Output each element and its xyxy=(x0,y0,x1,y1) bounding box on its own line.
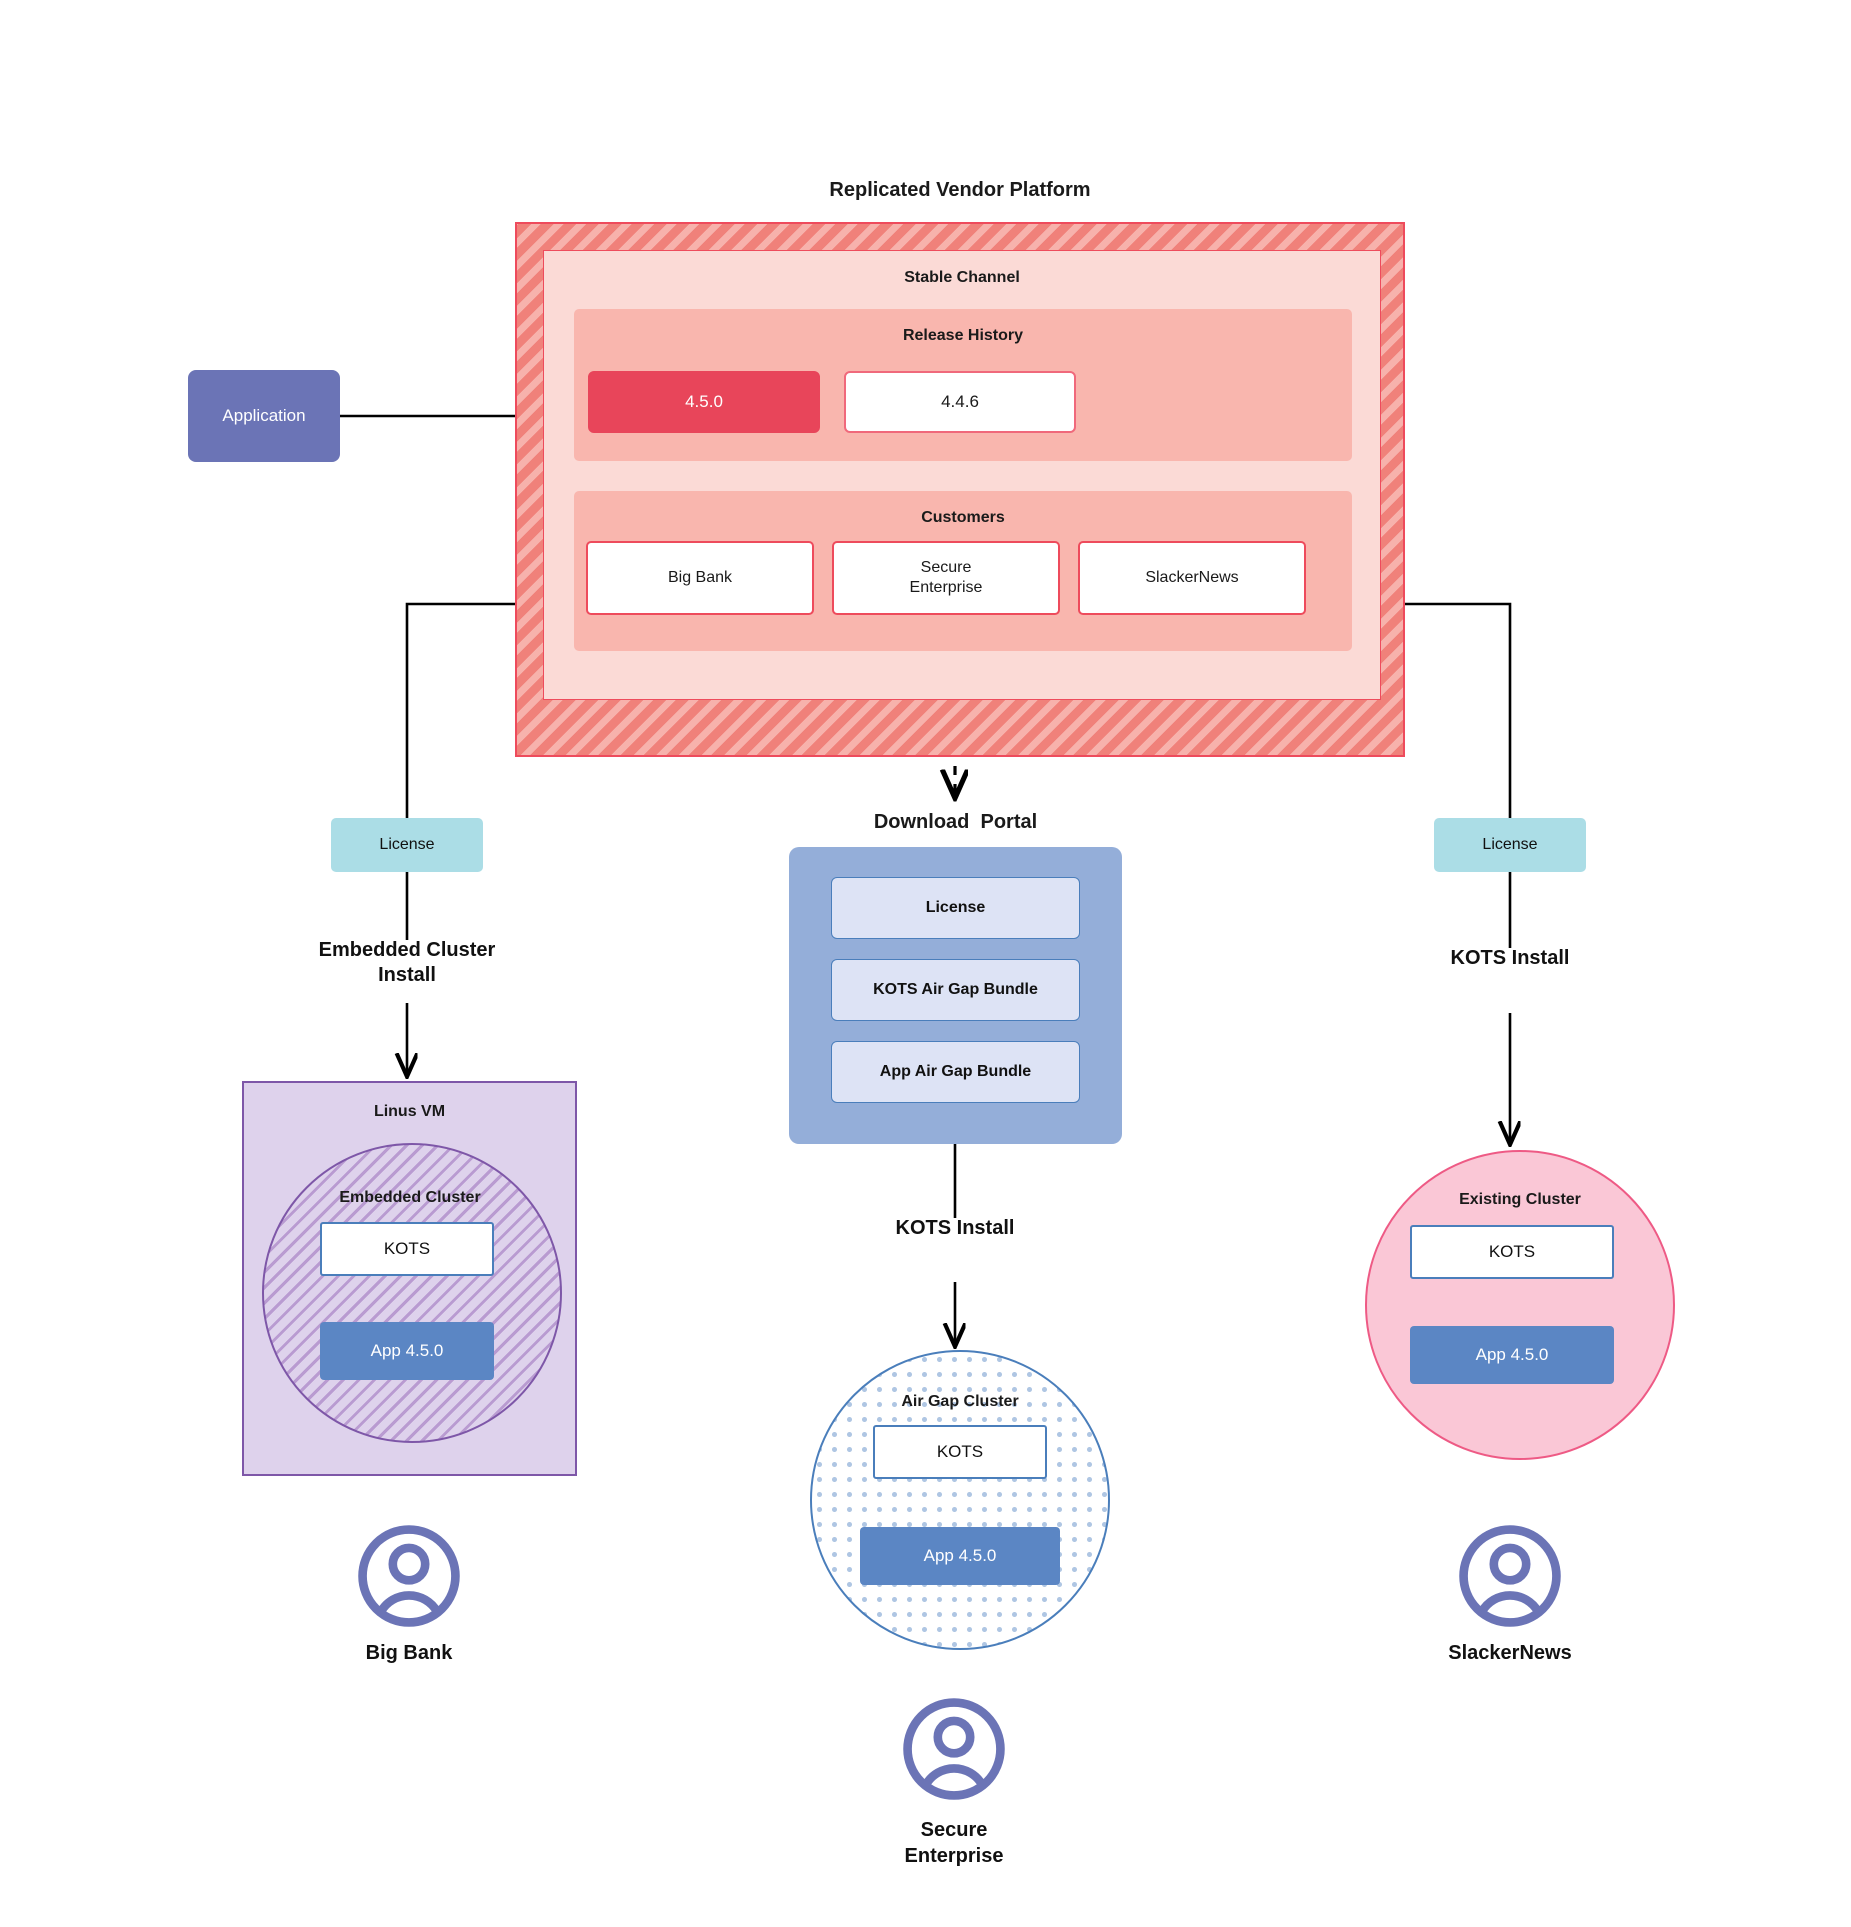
customer-big-bank[interactable]: Big Bank xyxy=(586,541,814,615)
avatar-slackernews xyxy=(1456,1522,1564,1630)
app-version-box-left[interactable]: App 4.5.0 xyxy=(320,1322,494,1380)
page-title: Replicated Vendor Platform xyxy=(829,179,1091,201)
stable-channel-container: Stable Channel Release History 4.5.0 4.4… xyxy=(543,250,1381,700)
license-badge-left[interactable]: License xyxy=(331,818,483,872)
embedded-cluster-label: Embedded Cluster xyxy=(339,1189,481,1206)
replicated-vendor-platform: Stable Channel Release History 4.5.0 4.4… xyxy=(515,222,1405,757)
download-portal-box: License KOTS Air Gap Bundle App Air Gap … xyxy=(789,847,1122,1144)
portal-item-license[interactable]: License xyxy=(831,877,1080,939)
stable-channel-label: Stable Channel xyxy=(904,269,1020,286)
persona-label-secure-enterprise: Secure Enterprise xyxy=(904,1819,1004,1867)
portal-item-app-air-gap-bundle[interactable]: App Air Gap Bundle xyxy=(831,1041,1080,1103)
customers-label: Customers xyxy=(921,509,1005,526)
user-avatar-icon xyxy=(1459,1525,1561,1627)
flow-label-kots-install-right: KOTS Install xyxy=(1450,947,1570,969)
user-avatar-icon xyxy=(358,1525,460,1627)
linux-vm-label: Linus VM xyxy=(373,1103,446,1120)
portal-item-kots-air-gap-bundle[interactable]: KOTS Air Gap Bundle xyxy=(831,959,1080,1021)
flow-label-embedded-cluster-install: Embedded Cluster Install xyxy=(318,939,496,986)
release-item-current[interactable]: 4.5.0 xyxy=(588,371,820,433)
linux-vm-box: Linus VM xyxy=(242,1081,577,1476)
persona-label-slackernews: SlackerNews xyxy=(1448,1642,1572,1664)
license-badge-right[interactable]: License xyxy=(1434,818,1586,872)
app-version-box-right[interactable]: App 4.5.0 xyxy=(1410,1326,1614,1384)
kots-box-right[interactable]: KOTS xyxy=(1410,1225,1614,1279)
air-gap-cluster-circle xyxy=(810,1350,1110,1650)
application-box[interactable]: Application xyxy=(188,370,340,462)
customer-secure-enterprise[interactable]: Secure Enterprise xyxy=(832,541,1060,615)
customers-panel: Customers Big Bank Secure Enterprise Sla… xyxy=(574,491,1352,651)
embedded-cluster-circle xyxy=(262,1143,562,1443)
flow-label-kots-install-center: KOTS Install xyxy=(895,1217,1015,1239)
release-history-label: Release History xyxy=(902,327,1024,344)
kots-box-center[interactable]: KOTS xyxy=(873,1425,1047,1479)
air-gap-cluster-label: Air Gap Cluster xyxy=(901,1393,1019,1410)
app-version-box-center[interactable]: App 4.5.0 xyxy=(860,1527,1060,1585)
existing-cluster-label: Existing Cluster xyxy=(1459,1191,1581,1208)
release-item-previous[interactable]: 4.4.6 xyxy=(844,371,1076,433)
customer-slackernews[interactable]: SlackerNews xyxy=(1078,541,1306,615)
download-portal-title: Download Portal xyxy=(873,811,1038,833)
kots-box-left[interactable]: KOTS xyxy=(320,1222,494,1276)
avatar-secure-enterprise xyxy=(900,1695,1008,1803)
release-history-panel: Release History 4.5.0 4.4.6 xyxy=(574,309,1352,461)
existing-cluster-circle xyxy=(1365,1150,1675,1460)
user-avatar-icon xyxy=(903,1698,1005,1800)
persona-label-big-bank: Big Bank xyxy=(365,1642,453,1664)
avatar-big-bank xyxy=(355,1522,463,1630)
